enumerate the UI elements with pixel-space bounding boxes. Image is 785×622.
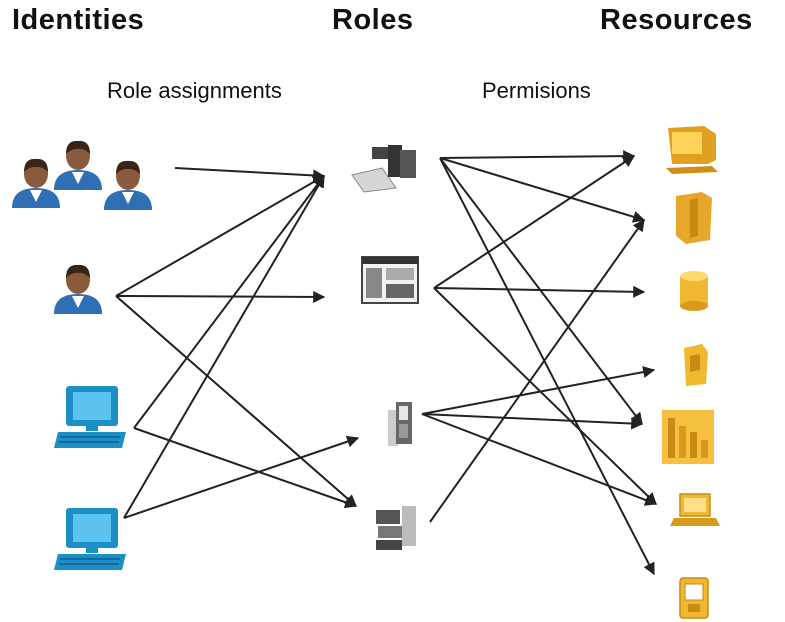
permission-arrow (421, 366, 656, 415)
arrows-layer (115, 150, 658, 576)
permission-arrow (433, 285, 646, 298)
permissions-label: Permisions (482, 78, 591, 103)
role-server-icon (376, 506, 416, 550)
computer-icon (53, 385, 127, 449)
bar-chart-icon (662, 410, 714, 464)
permission-arrow (439, 157, 655, 576)
permission-arrow (429, 219, 645, 523)
role-panel-icon (388, 402, 412, 446)
permission-arrow (421, 413, 644, 430)
database-icon (680, 271, 708, 311)
role-assignment-arrow (133, 427, 358, 509)
handheld-icon (679, 577, 709, 619)
permission-arrow (439, 150, 636, 163)
laptop-icon (670, 493, 720, 526)
role-assignment-arrow (123, 435, 360, 519)
permission-arrow (439, 157, 646, 223)
role-window-icon (361, 256, 419, 304)
role-assignment-arrow (123, 174, 325, 519)
folder-icon (676, 192, 712, 244)
role-assignment-arrow (115, 290, 326, 303)
role-assignment-arrow (174, 167, 326, 182)
user-icon (54, 264, 102, 314)
document-icon (684, 344, 708, 386)
permission-arrow (433, 287, 657, 505)
user-group-icon (12, 140, 152, 210)
permission-arrow (421, 413, 658, 506)
role-folder-icon (351, 145, 416, 193)
identities-header: Identities (12, 4, 145, 36)
computer-icon (53, 507, 127, 571)
role-assignments-label: Role assignments (107, 78, 282, 103)
role-assignment-arrow (115, 295, 357, 507)
role-assignment-arrow (133, 175, 325, 429)
resources-header: Resources (600, 4, 753, 36)
monitor-icon (666, 126, 718, 174)
role-assignment-arrow (115, 175, 326, 297)
roles-header: Roles (332, 4, 414, 36)
permission-arrow (433, 155, 636, 289)
